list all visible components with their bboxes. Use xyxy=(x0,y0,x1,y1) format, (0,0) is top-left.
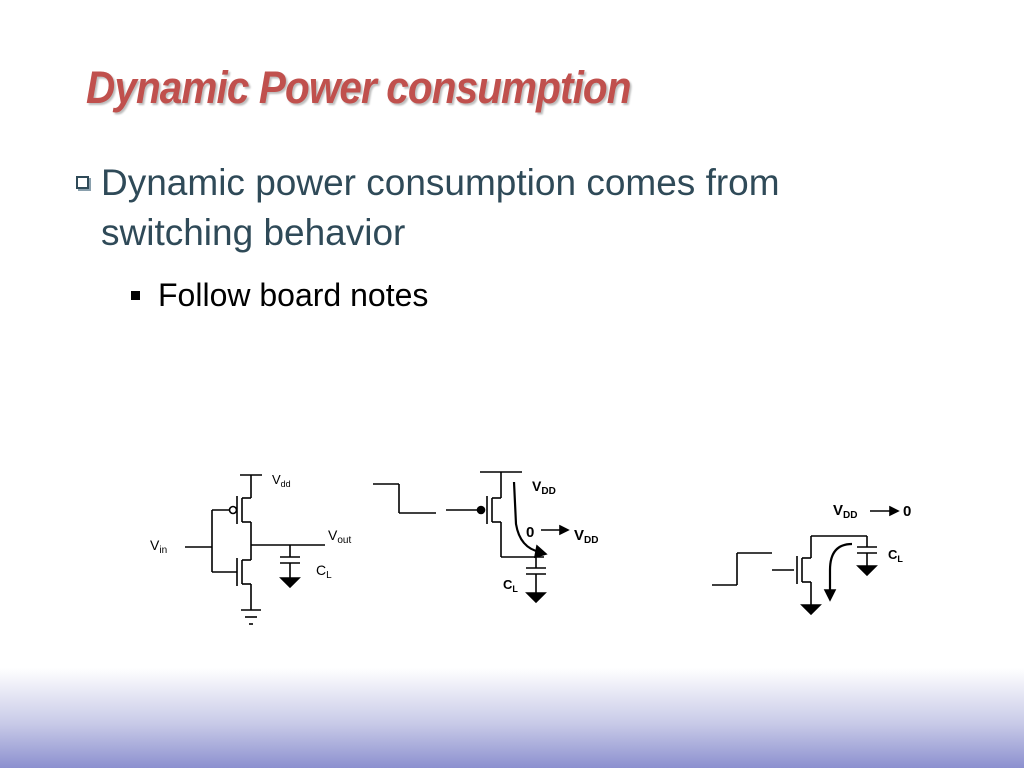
charging-circuit xyxy=(373,471,570,604)
sub-bullet-item: Follow board notes xyxy=(131,275,428,315)
inverter-vin-label: Vin xyxy=(150,537,167,556)
bullet-item: Dynamic power consumption comes from swi… xyxy=(76,158,876,258)
footer-gradient xyxy=(0,668,1024,768)
charging-vdd-label: VDD xyxy=(532,478,556,497)
discharging-from-label: VDD xyxy=(833,502,857,521)
sub-bullet-text: Follow board notes xyxy=(158,277,429,313)
charging-cl-label: CL xyxy=(503,577,518,594)
inverter-cl-label: CL xyxy=(316,562,332,581)
bullet-text: Dynamic power consumption comes from swi… xyxy=(101,162,780,253)
discharging-to-label: 0 xyxy=(903,503,911,520)
discharging-circuit xyxy=(712,505,900,616)
checkbox-bullet-icon xyxy=(76,176,89,189)
charging-to-label: VDD xyxy=(574,527,598,546)
inverter-vout-label: Vout xyxy=(328,527,351,546)
discharging-cl-label: CL xyxy=(888,547,903,564)
charging-from-label: 0 xyxy=(526,524,534,541)
circuit-diagrams: Vdd Vin Vout CL VDD 0 VDD CL xyxy=(140,460,940,635)
square-bullet-icon xyxy=(131,290,140,300)
inverter-vdd-label: Vdd xyxy=(272,472,291,489)
slide-title: Dynamic Power consumption xyxy=(86,62,632,113)
inverter-circuit xyxy=(185,474,325,625)
